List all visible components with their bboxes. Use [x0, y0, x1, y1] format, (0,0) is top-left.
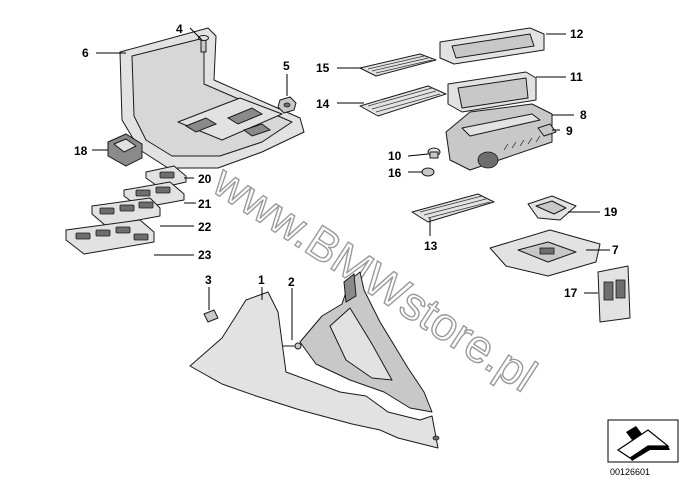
- callout-16: 16: [388, 166, 402, 180]
- callout-22: 22: [198, 220, 212, 234]
- callout-13: 13: [424, 239, 438, 253]
- part-5-nut: [277, 96, 297, 114]
- callout-1: 1: [258, 273, 265, 287]
- part-3-clip: [203, 309, 219, 323]
- flat-arrow-icon: [616, 426, 670, 461]
- part-1-console-panel: [189, 271, 440, 449]
- part-11-tray: [447, 71, 537, 113]
- callout-21: 21: [198, 197, 212, 211]
- part-9-clip: [537, 123, 557, 137]
- callout-10: 10: [388, 149, 402, 163]
- part-7-shift-plate: [489, 229, 601, 277]
- reference-number: 00126601: [610, 467, 650, 477]
- reference-box: [607, 419, 679, 463]
- part-13-grille: [411, 193, 495, 223]
- callout-18: 18: [74, 144, 88, 158]
- callout-2: 2: [288, 275, 295, 289]
- callout-19: 19: [604, 205, 618, 219]
- callout-7: 7: [612, 243, 619, 257]
- callout-3: 3: [205, 273, 212, 287]
- part-16-plug: [421, 167, 435, 177]
- callout-labels: 1 2 3 4 5 6 7 8 9 10 11 12 13 14 15 16 1…: [74, 22, 619, 300]
- part-10-plug: [427, 147, 441, 159]
- part-12-tray: [439, 27, 545, 65]
- callout-23: 23: [198, 248, 212, 262]
- callout-4: 4: [176, 22, 183, 36]
- callout-8: 8: [580, 108, 587, 122]
- callout-5: 5: [283, 59, 290, 73]
- part-15-grille: [359, 53, 437, 77]
- part-17-bracket: [597, 265, 631, 323]
- callout-11: 11: [570, 70, 583, 84]
- part-22-triple-cover: [91, 197, 161, 227]
- callout-12: 12: [570, 27, 584, 41]
- part-19-coin-tray: [527, 195, 577, 221]
- callout-15: 15: [316, 61, 330, 75]
- part-20-single-cover: [145, 165, 187, 189]
- part-6-trim-frame: [119, 27, 305, 169]
- part-2-screw: [282, 342, 302, 350]
- part-23-quad-cover: [65, 219, 155, 255]
- callout-17: 17: [564, 286, 578, 300]
- part-8-console-insert: [445, 103, 553, 171]
- callout-20: 20: [198, 172, 212, 186]
- leader-lines: [92, 27, 610, 340]
- part-18-switch-housing: [107, 133, 143, 167]
- callout-6: 6: [82, 46, 89, 60]
- callout-9: 9: [566, 124, 573, 138]
- part-14-grille: [359, 85, 447, 117]
- callout-14: 14: [316, 97, 330, 111]
